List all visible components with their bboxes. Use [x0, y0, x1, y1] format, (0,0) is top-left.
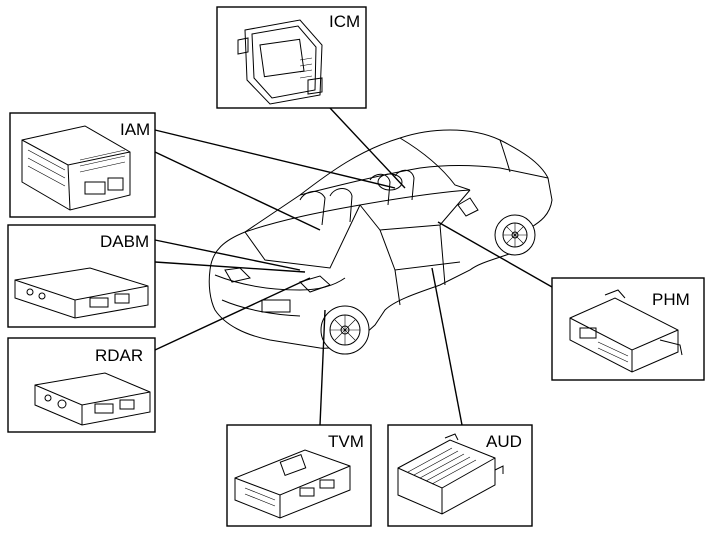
- rdar-label: RDAR: [95, 346, 143, 365]
- module-aud: AUD: [387, 424, 533, 527]
- module-tvm: TVM: [226, 424, 372, 527]
- aud-label: AUD: [486, 432, 522, 451]
- tvm-label: TVM: [328, 432, 364, 451]
- icm-label: ICM: [329, 12, 360, 31]
- module-iam: IAM: [9, 112, 156, 218]
- module-rdar: RDAR: [7, 337, 156, 433]
- aud-unit-icon: [397, 433, 504, 515]
- module-dabm: DABM: [7, 224, 156, 328]
- dabm-unit-icon: [14, 267, 149, 319]
- iam-label: IAM: [120, 120, 150, 139]
- car-illustration: [208, 129, 553, 355]
- tvm-unit-icon: [234, 449, 351, 519]
- dabm-label: DABM: [100, 232, 149, 251]
- module-icm: ICM: [216, 6, 367, 109]
- phm-label: PHM: [652, 290, 690, 309]
- icm-unit-icon: [237, 19, 323, 105]
- rdar-unit-icon: [34, 372, 151, 426]
- phm-unit-icon: [569, 289, 683, 373]
- iam-unit-icon: [21, 125, 131, 211]
- leader-lines: [154, 107, 553, 426]
- module-phm: PHM: [551, 277, 705, 381]
